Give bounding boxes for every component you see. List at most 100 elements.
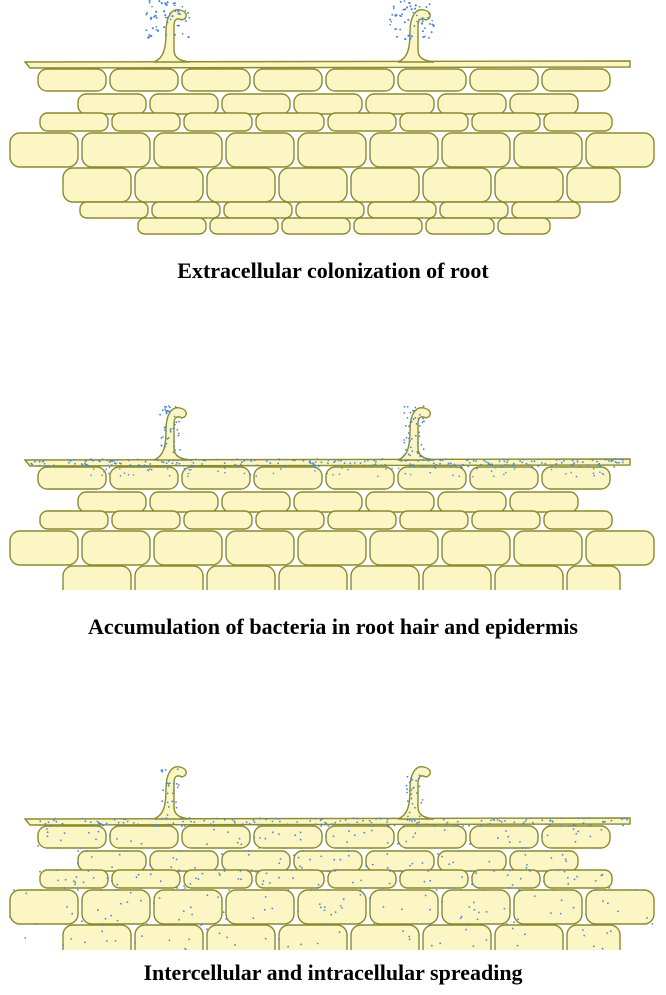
bacterium bbox=[111, 866, 113, 869]
bacterium bbox=[511, 464, 513, 466]
plant-cell bbox=[183, 510, 253, 530]
bacterium bbox=[155, 825, 158, 827]
bacterium bbox=[421, 30, 425, 33]
bacterium bbox=[549, 820, 551, 822]
bacterium bbox=[174, 10, 177, 13]
bacterium bbox=[176, 455, 179, 457]
bacterium bbox=[302, 465, 305, 468]
bacterium bbox=[312, 462, 314, 464]
bacterium bbox=[178, 420, 180, 423]
bacterium bbox=[147, 469, 150, 472]
bacterium bbox=[310, 889, 313, 891]
bacterium bbox=[206, 928, 208, 931]
bacterium bbox=[55, 869, 58, 871]
bacterium bbox=[204, 459, 207, 462]
bacterium bbox=[399, 28, 402, 31]
bacterium bbox=[119, 475, 122, 477]
bacterium bbox=[90, 474, 92, 477]
bacterium bbox=[278, 938, 280, 941]
bacterium bbox=[159, 880, 162, 883]
bacterium bbox=[356, 821, 359, 823]
plant-cell bbox=[541, 68, 611, 92]
bacterium bbox=[576, 875, 578, 878]
bacterium bbox=[369, 897, 371, 899]
bacterium bbox=[37, 845, 39, 847]
bacterium bbox=[277, 462, 279, 465]
bacterium bbox=[287, 889, 290, 891]
bacterium bbox=[407, 453, 410, 456]
bacterium bbox=[101, 930, 104, 933]
bacterium bbox=[151, 27, 154, 30]
bacterium bbox=[432, 25, 435, 28]
bacterium bbox=[144, 460, 147, 463]
bacterium bbox=[418, 431, 421, 434]
plant-cell bbox=[81, 889, 151, 925]
bacterium bbox=[455, 465, 457, 467]
bacterium bbox=[290, 869, 293, 871]
plant-cell bbox=[9, 530, 79, 566]
bacterium bbox=[227, 831, 229, 834]
bacterium bbox=[572, 464, 575, 466]
bacterium bbox=[429, 471, 432, 474]
bacterium bbox=[166, 1, 169, 4]
bacterium bbox=[565, 860, 568, 863]
bacterium bbox=[299, 831, 302, 834]
plant-cell bbox=[399, 112, 469, 132]
bacterium bbox=[39, 870, 41, 873]
bacterium bbox=[116, 459, 118, 462]
bacterium bbox=[262, 880, 265, 882]
bacterium bbox=[606, 932, 609, 934]
bacterium bbox=[154, 14, 157, 17]
bacterium bbox=[550, 468, 553, 471]
bacterium bbox=[572, 906, 575, 909]
bacterium bbox=[408, 811, 411, 814]
bacterium bbox=[410, 777, 412, 780]
bacterium bbox=[234, 944, 237, 946]
bacterium bbox=[377, 475, 379, 478]
bacterium bbox=[172, 459, 175, 462]
bacterium bbox=[388, 882, 391, 885]
bacterium bbox=[44, 822, 47, 825]
bacterium bbox=[485, 939, 488, 941]
bacterium bbox=[239, 463, 242, 466]
bacterium bbox=[622, 824, 624, 827]
bacterium bbox=[472, 945, 475, 947]
bacterium bbox=[41, 460, 44, 463]
bacterium bbox=[309, 460, 311, 463]
plant-cell bbox=[422, 565, 492, 590]
bacterium bbox=[487, 463, 490, 466]
bacterium bbox=[418, 18, 420, 21]
bacterium bbox=[248, 850, 250, 852]
plant-cell bbox=[62, 924, 132, 950]
bacterium bbox=[333, 870, 336, 872]
bacterium bbox=[92, 887, 95, 889]
bacterium bbox=[601, 947, 604, 950]
bacterium bbox=[158, 825, 161, 827]
bacterium bbox=[327, 462, 329, 464]
plant-cell bbox=[422, 167, 492, 203]
bacterium bbox=[428, 458, 431, 460]
bacterium bbox=[175, 858, 178, 861]
bacterium bbox=[431, 23, 434, 26]
root-hair bbox=[153, 766, 191, 820]
bacterium bbox=[210, 823, 212, 825]
bacterium bbox=[412, 786, 415, 789]
plant-cell bbox=[585, 530, 655, 566]
bacterium bbox=[184, 825, 186, 827]
bacterium bbox=[161, 460, 163, 463]
bacterium bbox=[254, 459, 256, 462]
bacterium bbox=[261, 883, 264, 886]
bacterium bbox=[81, 817, 84, 820]
panel-extracellular: Extracellular colonization of root bbox=[0, 0, 666, 300]
bacterium bbox=[163, 26, 166, 29]
bacterium bbox=[410, 8, 413, 11]
bacterium bbox=[231, 818, 234, 821]
plant-cell bbox=[497, 217, 551, 235]
bacterium bbox=[457, 850, 460, 852]
bacterium bbox=[519, 460, 521, 462]
bacterium bbox=[416, 20, 418, 23]
bacterium bbox=[179, 817, 182, 820]
bacterium bbox=[327, 459, 330, 461]
bacterium bbox=[426, 458, 428, 460]
bacterium bbox=[497, 837, 499, 840]
